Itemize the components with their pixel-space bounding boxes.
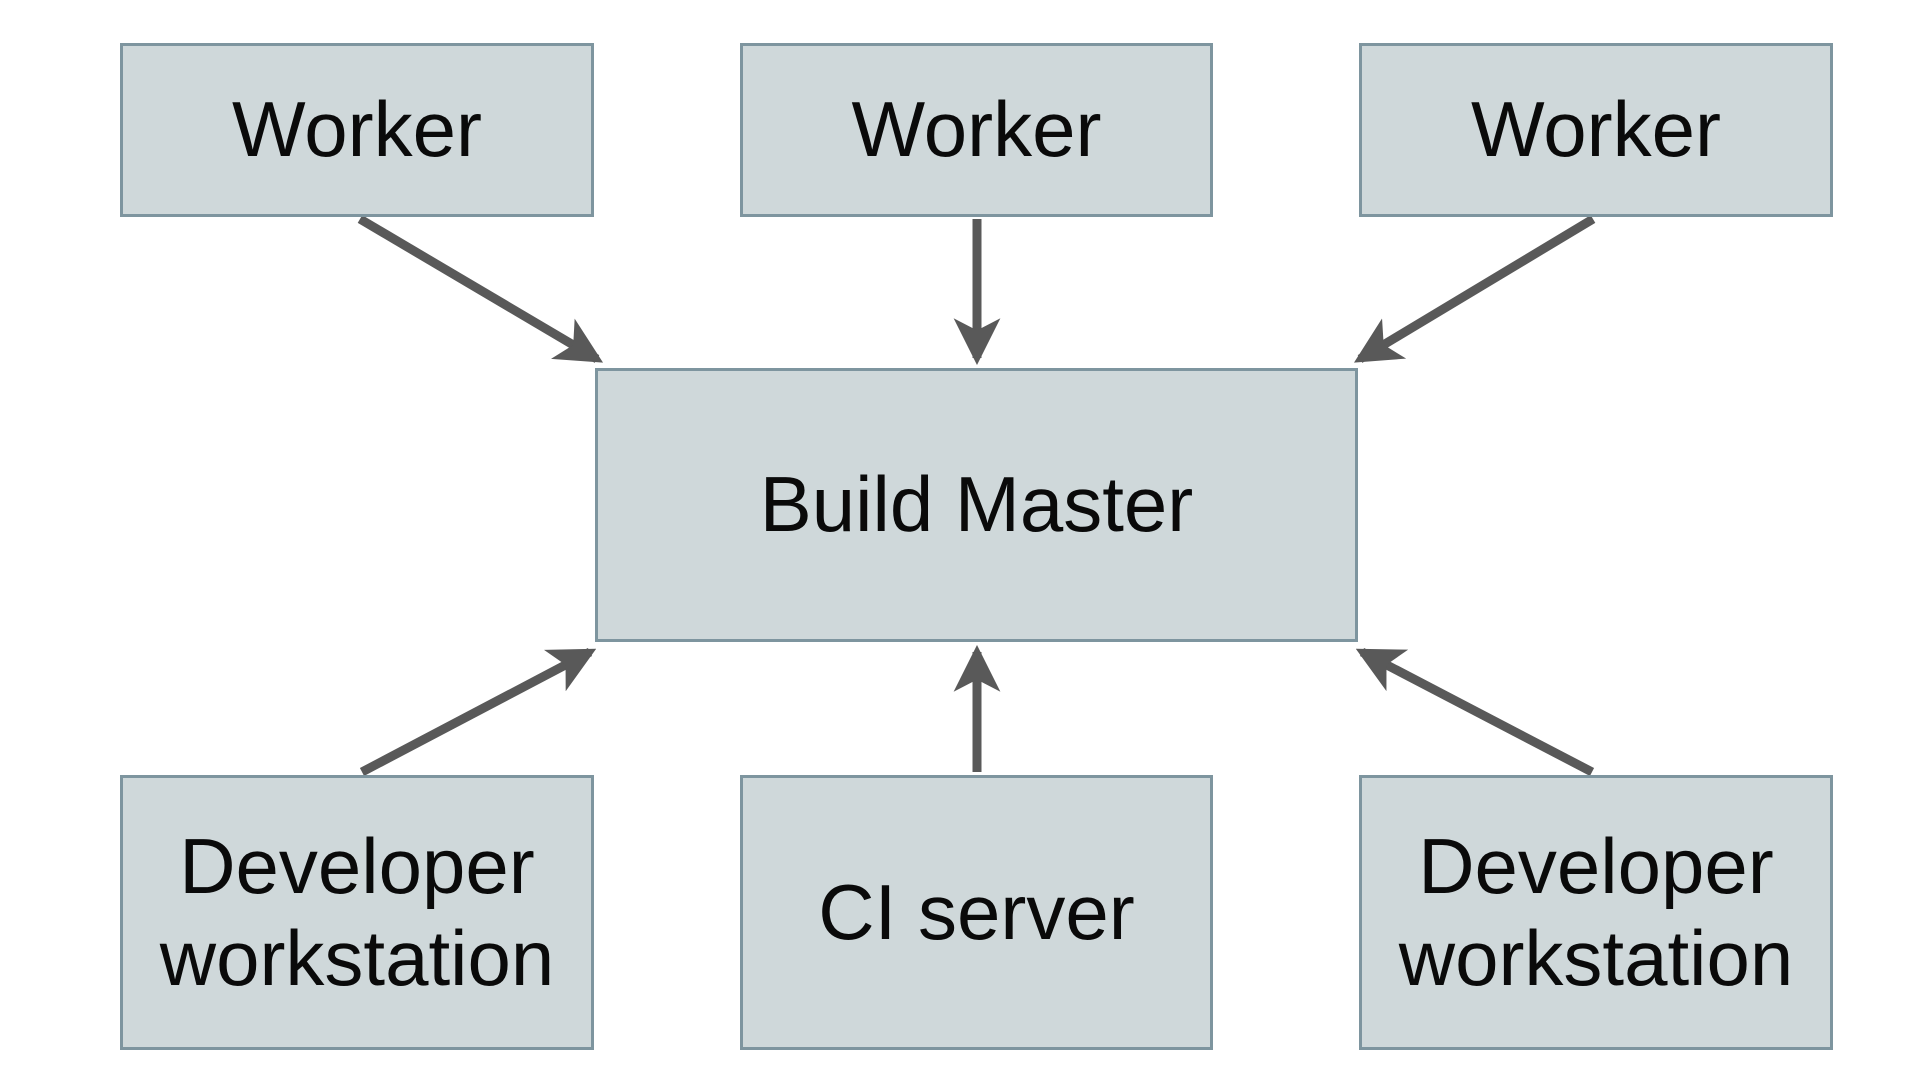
edge-worker3-to-buildmaster (1353, 215, 1596, 363)
node-ci-server-label: CI server (818, 867, 1135, 956)
node-worker-2-label: Worker (851, 85, 1102, 174)
node-worker-2: Worker (740, 43, 1213, 217)
node-worker-3-label: Worker (1471, 85, 1721, 174)
edge-devright-to-buildmaster (1355, 648, 1595, 776)
node-developer-workstation-left: Developer workstation (120, 775, 594, 1050)
node-developer-workstation-right-label: Developer workstation (1398, 822, 1794, 1002)
node-worker-3: Worker (1359, 43, 1833, 217)
node-worker-1: Worker (120, 43, 594, 217)
edge-worker1-to-buildmaster (357, 215, 604, 363)
node-developer-workstation-left-label: Developer workstation (159, 822, 555, 1002)
node-build-master: Build Master (595, 368, 1358, 642)
node-ci-server: CI server (740, 775, 1213, 1050)
node-developer-workstation-right: Developer workstation (1359, 775, 1833, 1050)
node-build-master-label: Build Master (759, 460, 1194, 549)
edge-devleft-to-buildmaster (359, 648, 597, 776)
node-worker-1-label: Worker (232, 85, 482, 174)
